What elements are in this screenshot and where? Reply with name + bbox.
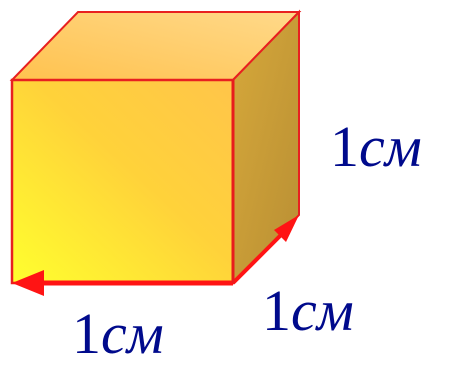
- width-arrow: [12, 270, 233, 296]
- height-number: 1: [330, 114, 359, 179]
- depth-arrow: [231, 215, 299, 285]
- width-label: 1см: [72, 305, 164, 363]
- height-label: 1см: [330, 118, 422, 176]
- depth-label: 1см: [262, 282, 354, 340]
- width-unit: см: [101, 301, 164, 366]
- width-number: 1: [72, 301, 101, 366]
- depth-number: 1: [262, 278, 291, 343]
- cube-front-face: [10, 78, 235, 285]
- depth-unit: см: [291, 278, 354, 343]
- height-unit: см: [359, 114, 422, 179]
